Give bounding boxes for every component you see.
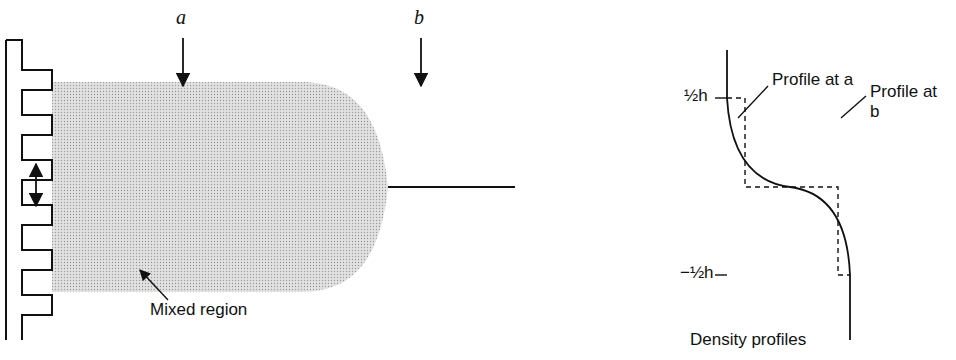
section-label: b [414, 6, 424, 29]
section-label: a [176, 6, 186, 29]
interface-line [388, 186, 515, 188]
mixed-region [52, 82, 388, 292]
section-arrow [420, 38, 422, 86]
leader-line [738, 86, 768, 118]
profile-label: Profile at b [870, 82, 942, 121]
figure-caption: Density profiles [690, 330, 806, 350]
tick [715, 274, 727, 275]
region-label: Mixed region [150, 300, 247, 320]
dimension-label: ½h [684, 86, 708, 106]
dimension-label: −½h [680, 263, 714, 283]
profile-label: Profile at a [772, 70, 853, 90]
leader-line [841, 96, 866, 118]
profile-a [727, 50, 850, 340]
section-arrow [182, 38, 184, 86]
grid-outline [6, 40, 52, 340]
oscillation-arrow [35, 164, 37, 206]
leader-line [140, 270, 168, 300]
tick [715, 97, 727, 98]
grid-comb [6, 40, 52, 340]
